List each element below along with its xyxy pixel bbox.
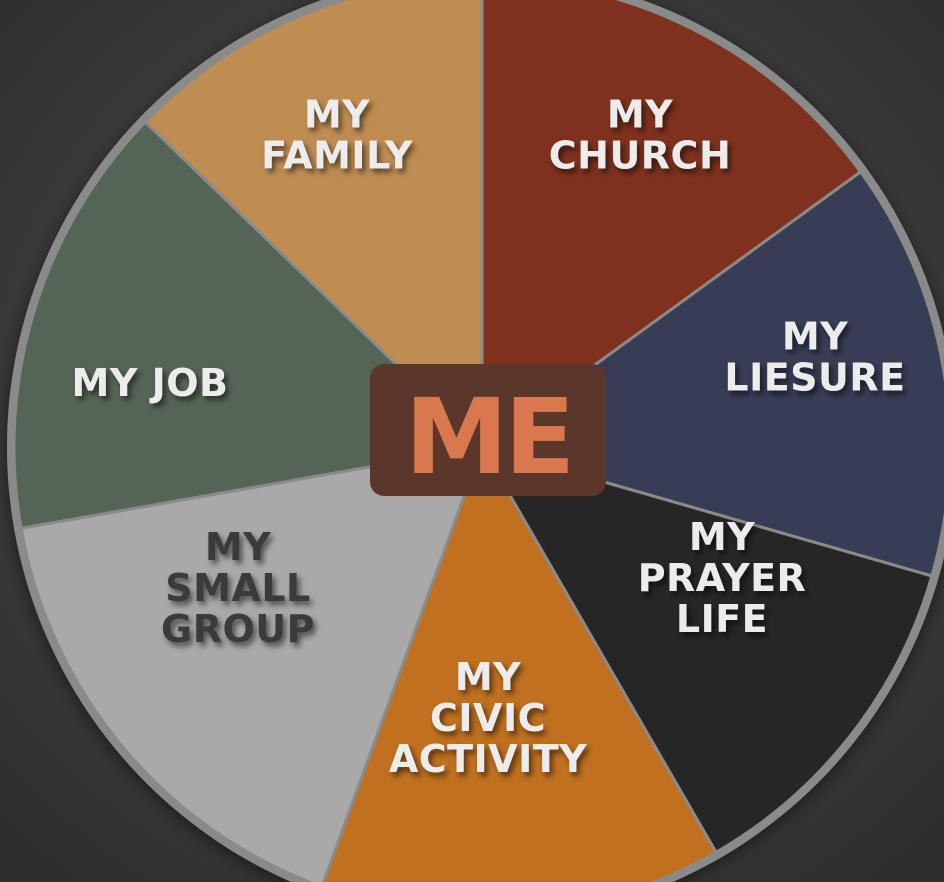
segment-label-job: MY JOB: [72, 361, 229, 405]
segment-label-line: MY: [782, 315, 848, 359]
segment-label-line: MY JOB: [72, 361, 229, 405]
center-box-bg: [370, 364, 606, 496]
segment-civic: [322, 443, 719, 882]
segment-label-line: LIFE: [676, 597, 768, 641]
segment-label-line: MY: [689, 515, 755, 559]
segment-church: [480, 0, 863, 450]
center-box: ME: [370, 364, 606, 498]
segment-prayer: [478, 444, 934, 855]
segment-job: [12, 119, 486, 531]
segment-label-line: MY: [455, 655, 521, 699]
segment-label-line: PRAYER: [638, 556, 807, 600]
segments-layer: [12, 0, 944, 882]
segment-label-line: ACTIVITY: [389, 737, 587, 781]
segment-small: [19, 445, 485, 882]
segment-label-line: MY: [205, 525, 271, 569]
segment-label-line: LIESURE: [724, 356, 905, 400]
segment-family: [143, 0, 484, 451]
segment-label-line: CIVIC: [430, 696, 546, 740]
segment-label-line: FAMILY: [261, 134, 413, 178]
center-label: ME: [405, 376, 572, 498]
segment-label-line: GROUP: [161, 607, 315, 651]
segment-label-line: SMALL: [165, 566, 311, 610]
segment-label-line: MY: [607, 93, 673, 137]
segment-label-line: CHURCH: [549, 134, 732, 178]
segment-label-line: MY: [304, 93, 370, 137]
